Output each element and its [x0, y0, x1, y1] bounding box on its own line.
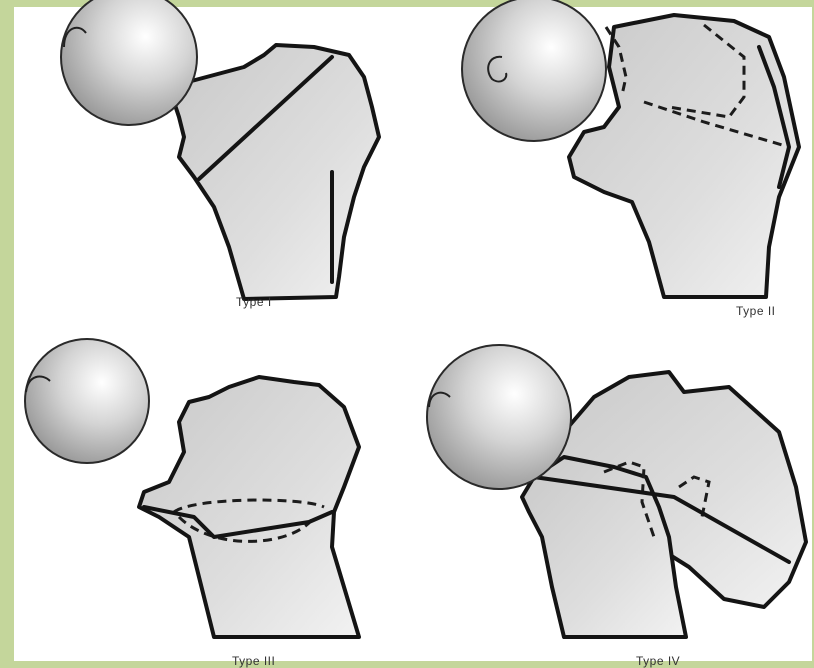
panel-type-4: Type IV [414, 337, 812, 661]
caption-type-1: Type I [236, 295, 272, 309]
caption-type-2: Type II [736, 304, 776, 318]
panel-type-1: Type I [14, 7, 414, 327]
caption-type-4: Type IV [636, 654, 680, 668]
femur-type-2-drawing [414, 7, 812, 332]
panel-type-3: Type III [14, 337, 414, 661]
panel-type-2: Type II [414, 7, 812, 332]
femur-type-4-drawing [414, 337, 812, 661]
femur-type-1-drawing [14, 7, 414, 327]
figure-frame: Type I Type II Type III [14, 7, 812, 661]
femur-type-3-drawing [14, 337, 414, 661]
caption-type-3: Type III [232, 654, 275, 668]
